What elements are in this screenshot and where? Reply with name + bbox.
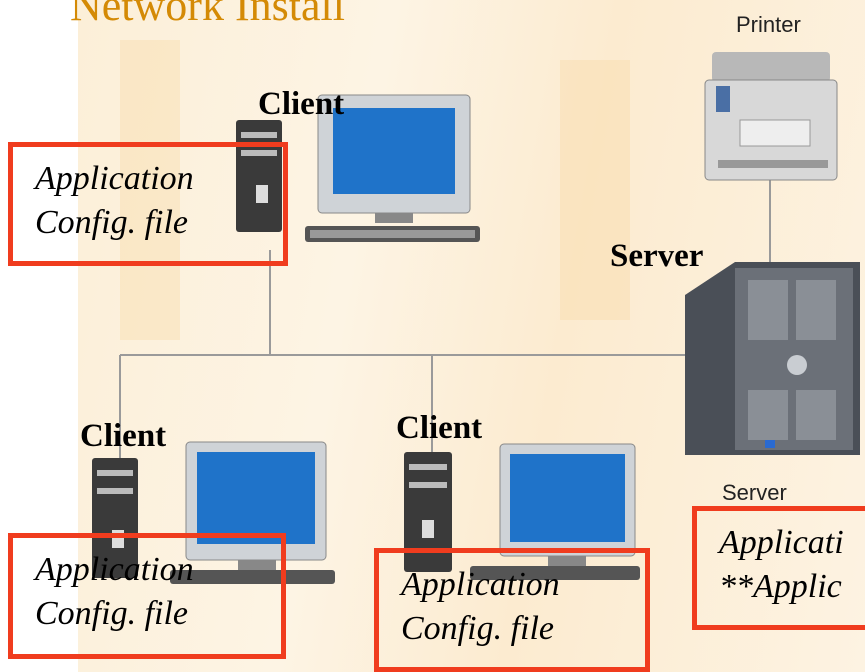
note-line-1: Application xyxy=(35,160,194,197)
slide-title: Network Install xyxy=(70,0,345,30)
printer-icon xyxy=(704,52,838,181)
server-caption: Server xyxy=(722,480,787,505)
note-line-1: Application xyxy=(35,551,194,588)
note-line-2: Config. file xyxy=(401,610,554,647)
client-top-label: Client xyxy=(258,86,345,122)
background-stripe xyxy=(120,40,180,340)
client-bottom-left-computer-icon xyxy=(92,441,335,584)
network-lines xyxy=(119,180,771,470)
server-note: Applicati **Applic xyxy=(692,506,865,630)
note-line-2: Config. file xyxy=(35,595,188,632)
server-tower-icon xyxy=(685,262,860,455)
printer-caption: Printer xyxy=(736,12,801,37)
client-bottom-mid-computer-icon xyxy=(404,443,640,580)
client-bottom-mid-label: Client xyxy=(396,410,483,446)
server-label: Server xyxy=(610,238,704,274)
note-line-1: Applicati xyxy=(719,524,844,561)
note-line-1: Application xyxy=(401,566,560,603)
client-top-computer-icon xyxy=(236,94,480,242)
note-line-2: Config. file xyxy=(35,204,188,241)
client-bottom-mid-note: Application Config. file xyxy=(374,548,650,672)
client-bottom-left-label: Client xyxy=(80,418,167,454)
client-bottom-left-note: Application Config. file xyxy=(8,533,286,659)
client-top-note: Application Config. file xyxy=(8,142,288,266)
note-line-2: **Applic xyxy=(719,568,842,605)
background-stripe xyxy=(560,60,630,320)
